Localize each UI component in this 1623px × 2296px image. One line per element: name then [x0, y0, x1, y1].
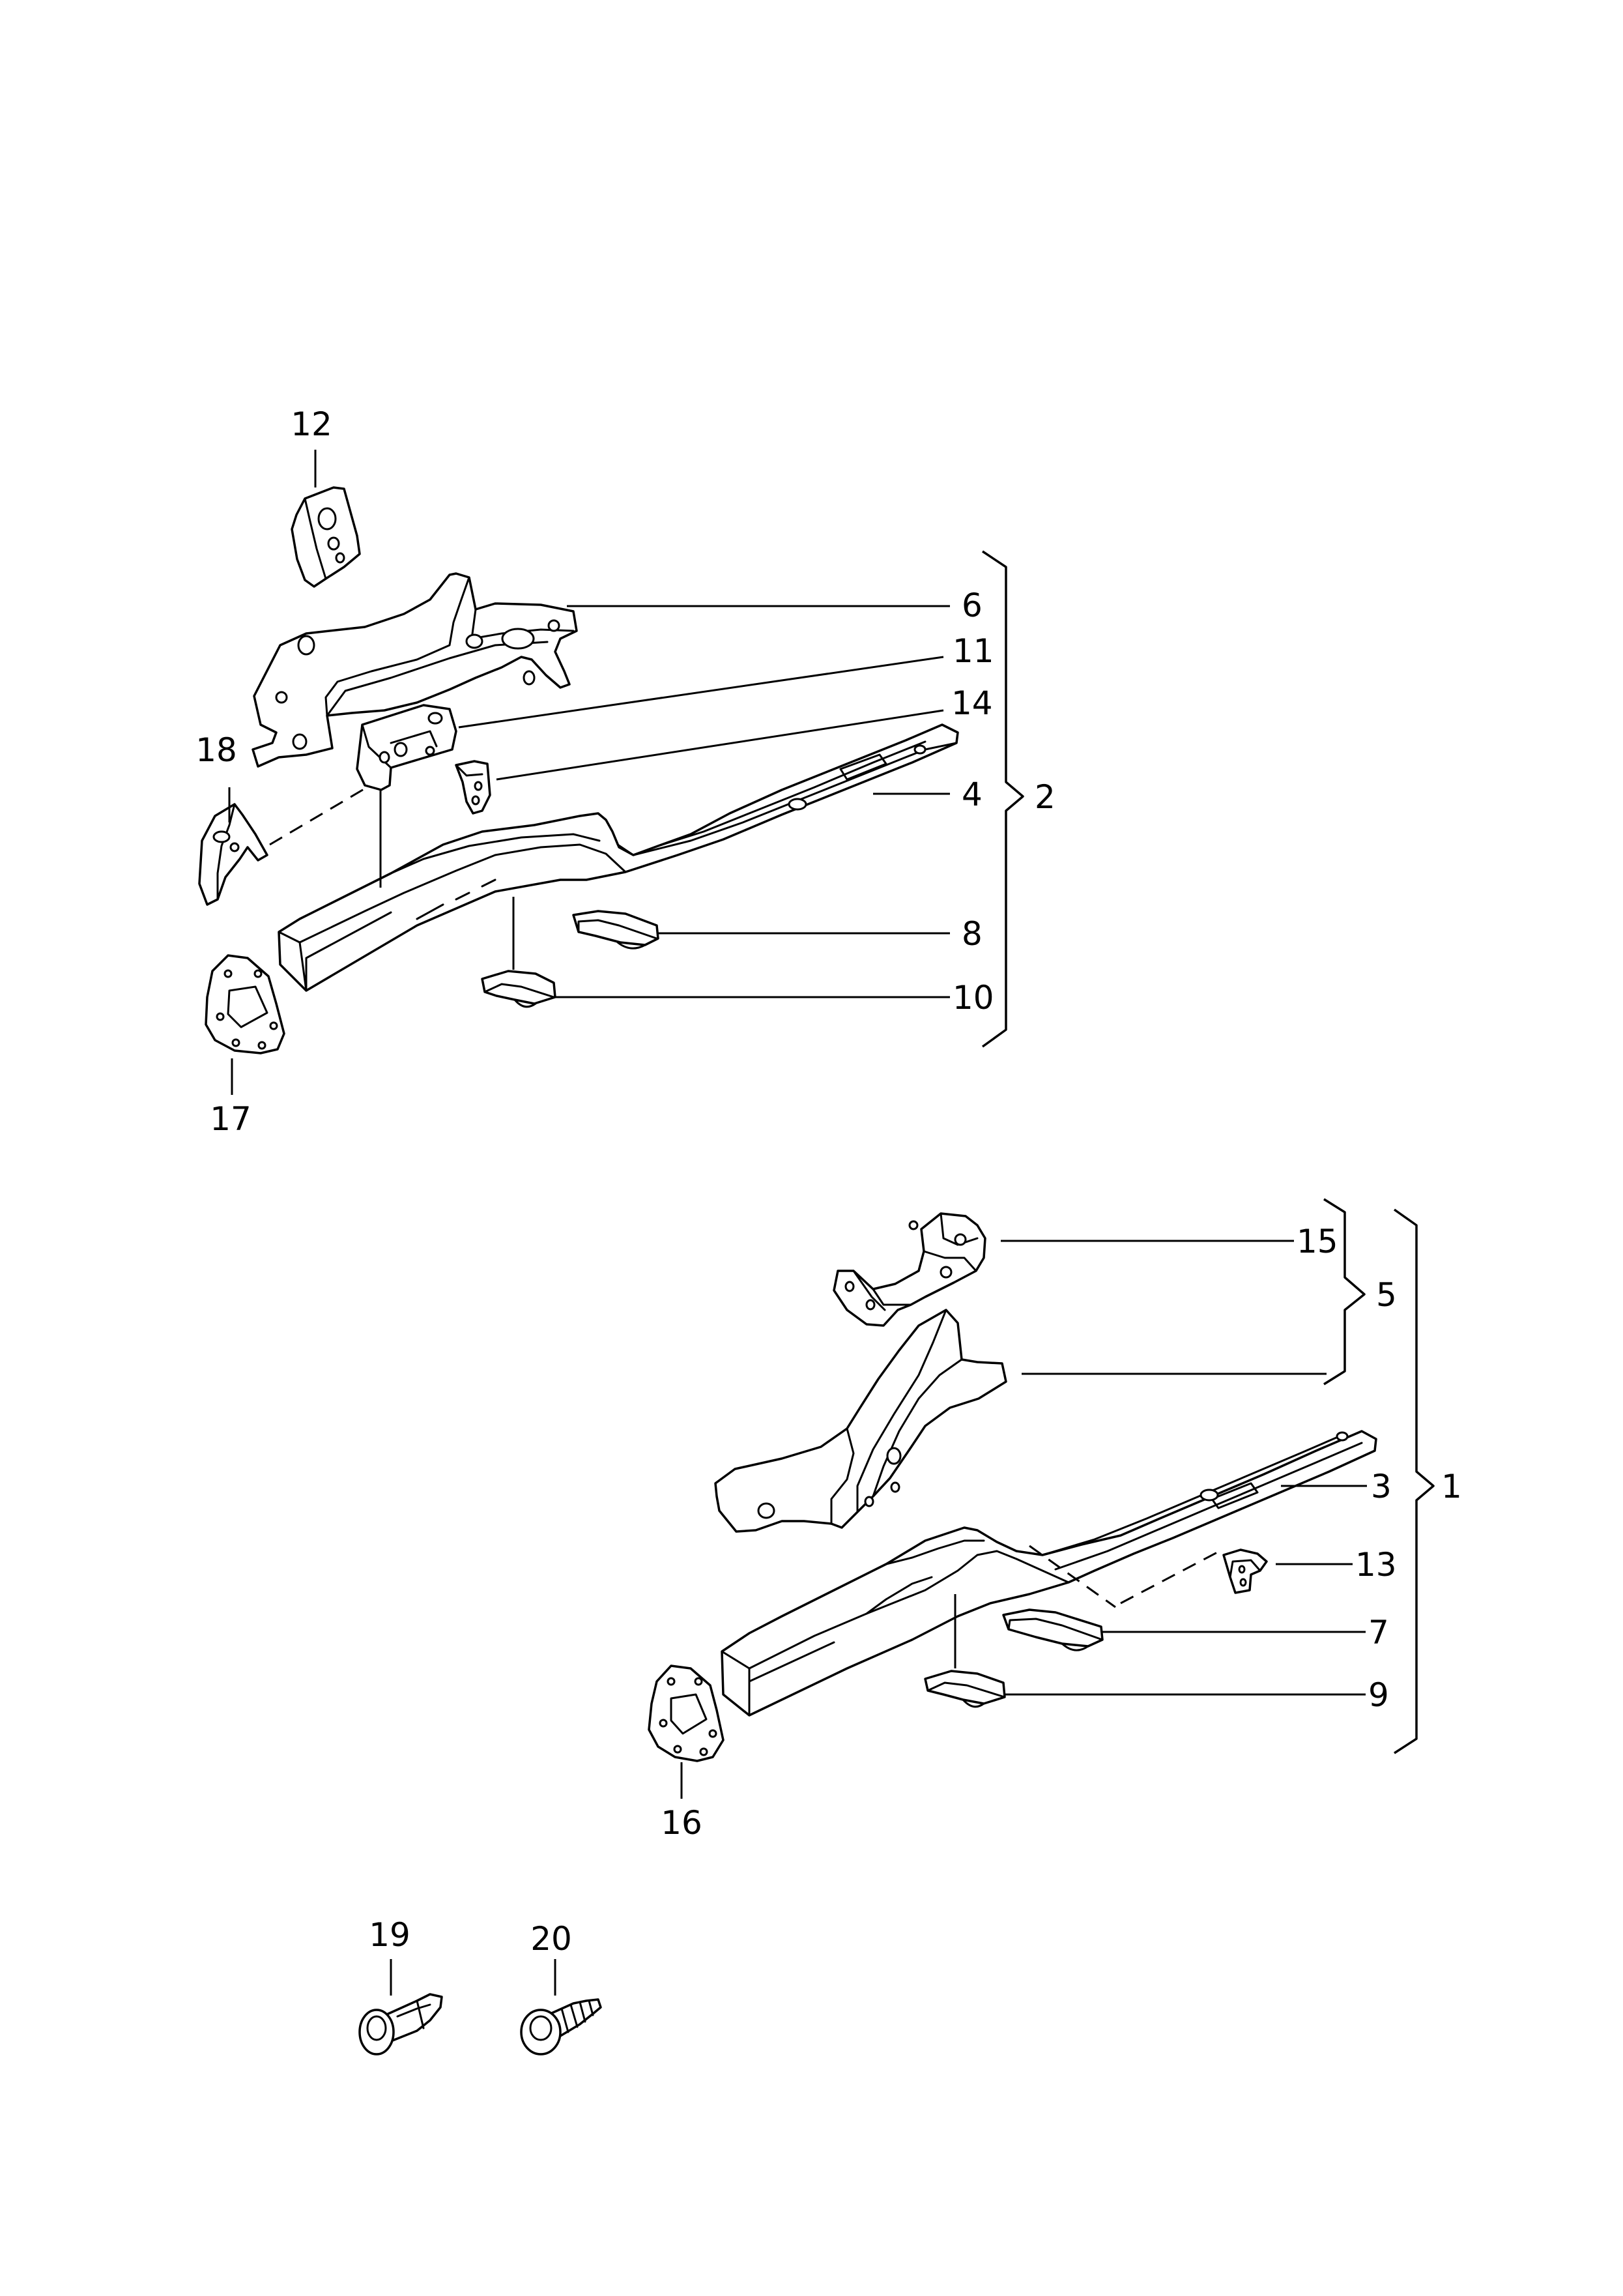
part-14-clip [455, 760, 491, 815]
callout-14: 14 [951, 684, 993, 722]
leader-lines-upper [228, 450, 950, 1095]
part-18-bracket [198, 803, 268, 906]
part-5-inner-panel [714, 1309, 1007, 1533]
callout-13: 13 [1355, 1546, 1397, 1584]
callout-2: 2 [1035, 778, 1056, 816]
callout-7: 7 [1368, 1614, 1389, 1651]
part-8-bracket [572, 910, 659, 950]
part-15-support-bracket [833, 1212, 986, 1327]
part-12-bracket [291, 486, 361, 588]
callout-1: 1 [1441, 1468, 1462, 1505]
callout-labels: 12 6 11 14 4 2 8 10 18 17 15 5 3 1 13 7 … [195, 405, 1462, 1958]
callout-15: 15 [1297, 1223, 1338, 1260]
part-3-longitudinal-member [721, 1430, 1377, 1717]
leader-lines-lower [680, 1240, 1367, 1799]
callout-3: 3 [1371, 1468, 1392, 1505]
callout-5: 5 [1376, 1276, 1397, 1314]
part-6-reinforcement [251, 572, 578, 768]
part-19-clip-fastener [358, 1959, 443, 2056]
part-4-longitudinal-member [278, 723, 959, 992]
brace-group-2 [981, 550, 1024, 1048]
callout-16: 16 [661, 1804, 702, 1842]
brace-group-1 [1393, 1208, 1435, 1754]
part-10-nut-plate [481, 970, 556, 1008]
part-11-reinforcement [356, 704, 457, 791]
callout-12: 12 [291, 405, 332, 443]
callout-17: 17 [210, 1100, 251, 1138]
callout-18: 18 [195, 731, 237, 769]
callout-11: 11 [953, 632, 994, 670]
callout-20: 20 [530, 1920, 572, 1958]
callout-8: 8 [962, 915, 983, 953]
part-17-flange-plate [205, 954, 285, 1054]
part-20-screw [520, 1959, 602, 2056]
callout-10: 10 [953, 979, 994, 1017]
part-9-nut-plate [924, 1670, 1006, 1708]
brace-group-5 [1323, 1198, 1366, 1386]
part-7-bracket [1002, 1608, 1104, 1651]
callout-4: 4 [962, 776, 983, 813]
callout-6: 6 [962, 587, 983, 624]
callout-19: 19 [369, 1916, 410, 1954]
part-13-bracket [1222, 1548, 1268, 1594]
part-16-flange-plate [648, 1664, 725, 1762]
callout-9: 9 [1368, 1676, 1389, 1714]
